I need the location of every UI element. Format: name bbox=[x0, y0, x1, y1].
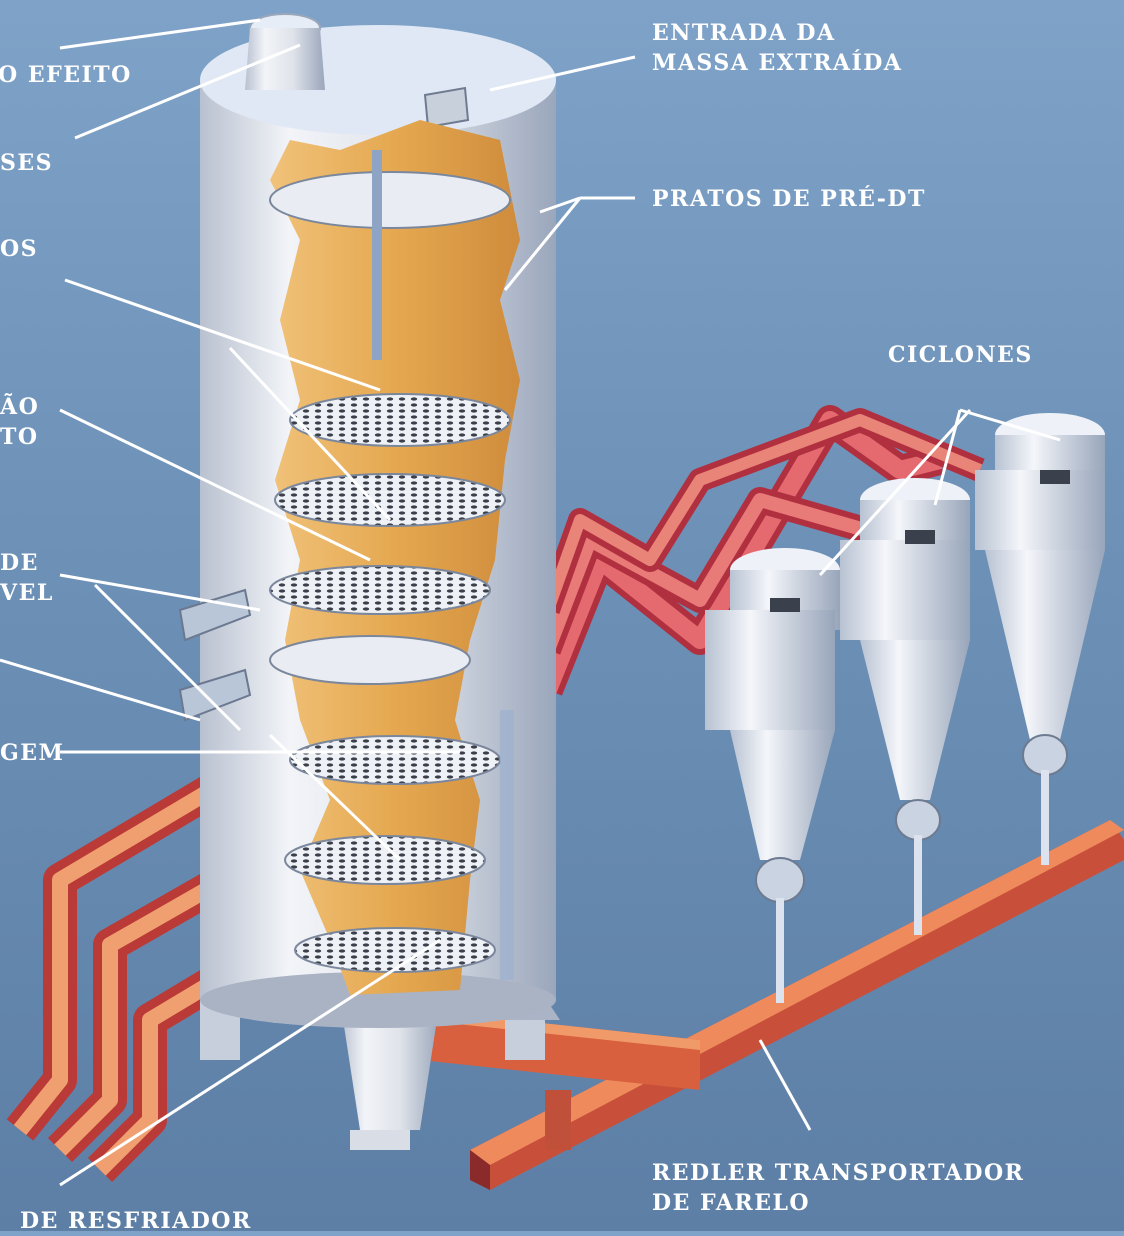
label-entrada: ENTRADA DA MASSA EXTRAÍDA bbox=[652, 18, 902, 78]
label-ciclones: CICLONES bbox=[888, 340, 1033, 370]
desolventizer-vessel bbox=[180, 14, 560, 1150]
label-pratos: PRATOS DE PRÉ-DT bbox=[652, 184, 926, 214]
label-redler: REDLER TRANSPORTADOR DE FARELO bbox=[652, 1158, 1024, 1218]
label-ao-line2: TO bbox=[0, 422, 39, 452]
cyclone-1 bbox=[975, 413, 1105, 865]
label-entrada-line1: ENTRADA DA bbox=[652, 18, 902, 48]
label-ao: ÃO TO bbox=[0, 392, 39, 452]
label-de: DE VEL bbox=[0, 548, 54, 608]
cyclone-3 bbox=[705, 548, 840, 1003]
label-entrada-line2: MASSA EXTRAÍDA bbox=[652, 48, 902, 78]
label-de-line2: VEL bbox=[0, 578, 54, 608]
cyclone-2 bbox=[840, 478, 970, 935]
label-redler-line1: REDLER TRANSPORTADOR bbox=[652, 1158, 1024, 1188]
label-ao-line1: ÃO bbox=[0, 392, 39, 422]
label-de-line1: DE bbox=[0, 548, 54, 578]
label-os: OS bbox=[0, 234, 38, 264]
label-resfriador: DE RESFRIADOR bbox=[20, 1206, 252, 1236]
label-redler-line2: DE FARELO bbox=[652, 1188, 1024, 1218]
label-gases: SES bbox=[0, 148, 53, 178]
label-gem: GEM bbox=[0, 738, 64, 768]
label-top-effect: O EFEITO bbox=[0, 60, 132, 90]
